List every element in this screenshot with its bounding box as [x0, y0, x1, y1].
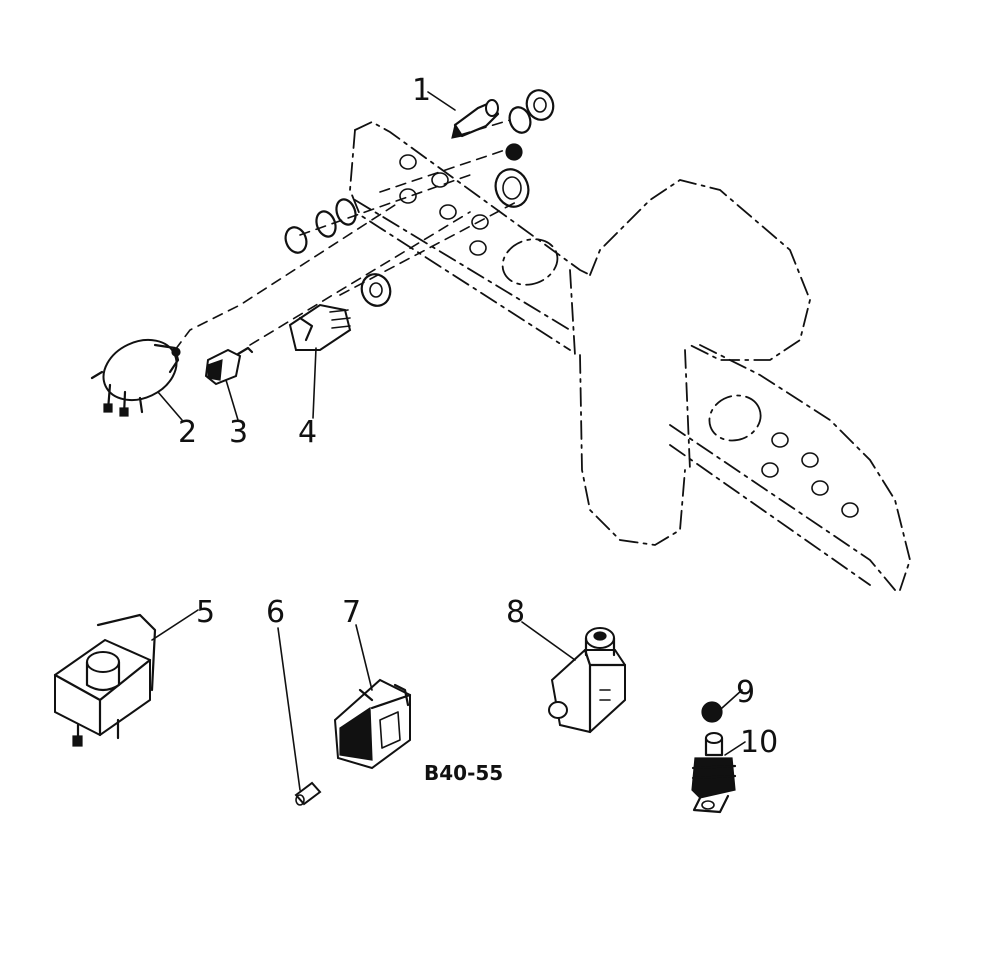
part-4-switch-body: [288, 303, 352, 351]
callout-5: 5: [196, 595, 215, 630]
callout-2: 2: [178, 415, 197, 450]
part-3-push-switch: [204, 346, 254, 386]
callout-10: 10: [740, 725, 778, 760]
assembly-lines: [174, 119, 521, 351]
part-10-switch: [691, 732, 737, 814]
callout-3: 3: [229, 415, 248, 450]
part-6-fuse: [294, 781, 322, 806]
callout-4: 4: [298, 415, 317, 450]
callout-1: 1: [412, 73, 431, 108]
figure-reference: B40-55: [424, 761, 503, 785]
part-7-connector: [333, 678, 412, 770]
callout-8: 8: [506, 595, 525, 630]
callout-9: 9: [736, 675, 755, 710]
leader-lines: [151, 91, 746, 791]
washer-set: [284, 198, 392, 307]
callout-6: 6: [266, 595, 285, 630]
callout-7: 7: [342, 595, 361, 630]
part-5-relay: [53, 613, 157, 747]
part-8-valve-block: [548, 627, 627, 734]
part-9-cap: [701, 701, 723, 723]
part-1-lamp: [451, 89, 555, 208]
mounting-panel: [349, 120, 911, 591]
part-2-ignition-switch: [90, 338, 181, 417]
